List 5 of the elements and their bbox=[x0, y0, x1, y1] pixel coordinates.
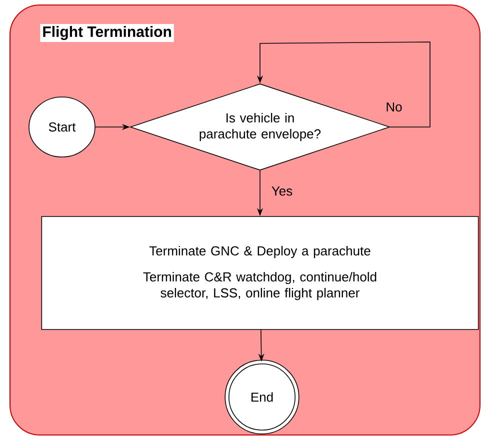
edge-label: Yes bbox=[270, 186, 294, 197]
process-box: Terminate GNC & Deploy a parachute Terminate C&R watchdog, continue/hold selector, LSS, online flight planner bbox=[41, 216, 479, 330]
start-terminal: Start bbox=[28, 96, 96, 158]
panel-title: Flight Termination bbox=[40, 24, 174, 42]
end-terminal: End bbox=[224, 360, 300, 434]
